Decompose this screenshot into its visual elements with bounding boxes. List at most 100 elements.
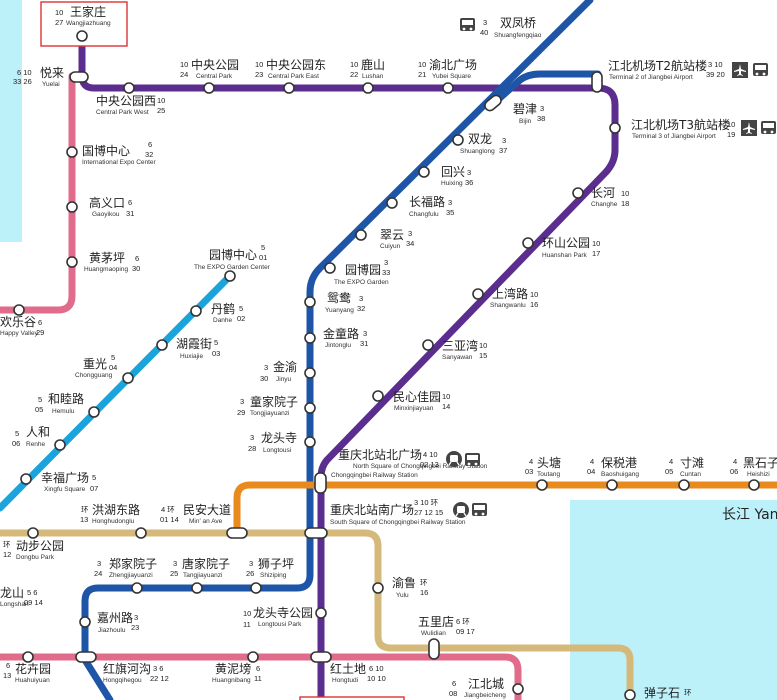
station-no: 5 6 xyxy=(27,588,37,597)
station-yubeiguangchang[interactable] xyxy=(442,82,454,94)
station-no: 3 xyxy=(502,136,506,145)
station-heishizi[interactable] xyxy=(748,479,760,491)
bus-icon xyxy=(460,18,475,31)
station-name-en: Honghudonglu xyxy=(92,518,135,525)
station-seq: 27 12 15 xyxy=(414,508,443,517)
transfer-cqnorth-south[interactable] xyxy=(304,527,328,539)
station-name-zh: 龙山 xyxy=(0,586,24,600)
station-lushan[interactable] xyxy=(362,82,374,94)
station-sanyawan[interactable] xyxy=(422,339,434,351)
station-name-zh: 民心佳园 xyxy=(393,390,441,404)
station-no: 3 xyxy=(363,329,367,338)
station-wangjiazhuang[interactable] xyxy=(76,30,88,42)
station-huixing[interactable] xyxy=(418,166,430,178)
station-seq: 22 xyxy=(350,70,358,79)
station-name-en: Baoshuigang xyxy=(601,471,639,478)
station-seq: 26 xyxy=(246,569,254,578)
river-right xyxy=(570,500,777,700)
station-name-en: Danhe xyxy=(213,317,233,324)
station-huangniban[interactable] xyxy=(247,651,259,663)
station-renhe[interactable] xyxy=(54,439,66,451)
station-shangwanlu[interactable] xyxy=(472,288,484,300)
transfer-t2[interactable] xyxy=(591,71,603,93)
station-seq: 24 xyxy=(94,569,102,578)
station-box-hongtudi-bottom xyxy=(299,696,405,700)
station-shiziping[interactable] xyxy=(250,582,262,594)
station-no: 6 xyxy=(256,664,260,673)
station-changhe[interactable] xyxy=(572,187,584,199)
station-longtousigongyuan[interactable] xyxy=(315,607,327,619)
station-huanshangongyuan[interactable] xyxy=(522,237,534,249)
station-zhongyanggongyuandong[interactable] xyxy=(283,82,295,94)
transfer-wulidian[interactable] xyxy=(428,638,440,660)
station-name-zh: 金渝 xyxy=(273,359,297,374)
station-minxinjiayuan[interactable] xyxy=(372,390,384,402)
transfer-yuelai[interactable] xyxy=(69,71,89,83)
station-name-zh: 翠云 xyxy=(380,228,404,242)
station-no: 3 xyxy=(359,294,363,303)
station-jinyu[interactable] xyxy=(304,367,316,379)
station-huanlegu[interactable] xyxy=(13,304,25,316)
transfer-cqnorth-north[interactable] xyxy=(314,472,327,494)
station-no: 5 xyxy=(15,429,19,438)
station-name-zh: 中央公园西 xyxy=(96,93,156,108)
station-jiangbeicheng[interactable] xyxy=(512,683,524,695)
transfer-bijin[interactable] xyxy=(483,93,503,112)
station-jiazhoulu[interactable] xyxy=(79,616,91,628)
transfer-hongqihegou[interactable] xyxy=(75,651,97,663)
station-name-en: Shiziping xyxy=(260,572,287,579)
transfer-hongtudi[interactable] xyxy=(310,651,332,663)
station-seq: 28 xyxy=(248,444,256,453)
station-dongbugongyuan[interactable] xyxy=(27,527,39,539)
station-name-zh: 唐家院子 xyxy=(182,556,230,571)
station-huahuiyuan[interactable] xyxy=(22,651,34,663)
station-seq: 06 xyxy=(12,439,20,448)
station-cuiyun[interactable] xyxy=(355,229,367,241)
station-yuanbozhongxin[interactable] xyxy=(224,270,236,282)
station-guobozhongxin[interactable] xyxy=(66,146,78,158)
station-name-en: Heishizi xyxy=(747,471,770,478)
station-no: 5 xyxy=(261,243,265,252)
station-no: 5 xyxy=(239,304,243,313)
station-chongguang[interactable] xyxy=(122,372,134,384)
station-cuntan[interactable] xyxy=(678,479,690,491)
station-zhongyanggongyuanxi[interactable] xyxy=(123,82,135,94)
station-toutang[interactable] xyxy=(536,479,548,491)
station-no: 环 xyxy=(420,578,428,587)
station-heshenglu[interactable] xyxy=(88,406,100,418)
station-zhengjiayuanzi[interactable] xyxy=(131,582,143,594)
station-seq: 01 14 xyxy=(160,515,179,524)
station-shuanglong[interactable] xyxy=(452,134,464,146)
station-yuanyang[interactable] xyxy=(304,296,316,308)
line-4-track xyxy=(233,481,777,537)
station-seq: 09 14 xyxy=(24,598,43,607)
station-t3[interactable] xyxy=(609,122,621,134)
station-jintonglu[interactable] xyxy=(304,332,316,344)
station-no: 3 xyxy=(384,258,388,267)
station-name-zh: 童家院子 xyxy=(250,394,298,409)
station-danzishi[interactable] xyxy=(624,689,636,700)
station-baoshuigang[interactable] xyxy=(606,479,618,491)
station-huangmaoping[interactable] xyxy=(66,256,78,268)
station-no: 4 xyxy=(590,457,594,466)
station-yulu[interactable] xyxy=(372,582,384,594)
station-seq: 34 xyxy=(406,239,414,248)
transfer-minandadao[interactable] xyxy=(226,527,248,539)
station-xingfuguangchang[interactable] xyxy=(20,473,32,485)
station-seq: 16 xyxy=(530,300,538,309)
station-longtousi[interactable] xyxy=(304,436,316,448)
station-no: 10 xyxy=(157,96,165,105)
station-honghudonglu[interactable] xyxy=(135,527,147,539)
station-tangjiayuanzi[interactable] xyxy=(191,582,203,594)
station-name-en-2: Chongqingbei Railway Station xyxy=(331,472,418,479)
station-danhe[interactable] xyxy=(190,305,202,317)
station-zhongyanggongyuan[interactable] xyxy=(203,82,215,94)
station-huxiajie[interactable] xyxy=(156,339,168,351)
station-changfulu[interactable] xyxy=(386,197,398,209)
station-tongjiayuanzi[interactable] xyxy=(304,402,316,414)
station-name-zh: 长福路 xyxy=(409,194,445,209)
station-yuanboyuan[interactable] xyxy=(324,262,336,274)
station-gaoyikou[interactable] xyxy=(66,201,78,213)
station-name-en: Jinyu xyxy=(276,376,292,383)
station-seq: 25 xyxy=(157,106,165,115)
